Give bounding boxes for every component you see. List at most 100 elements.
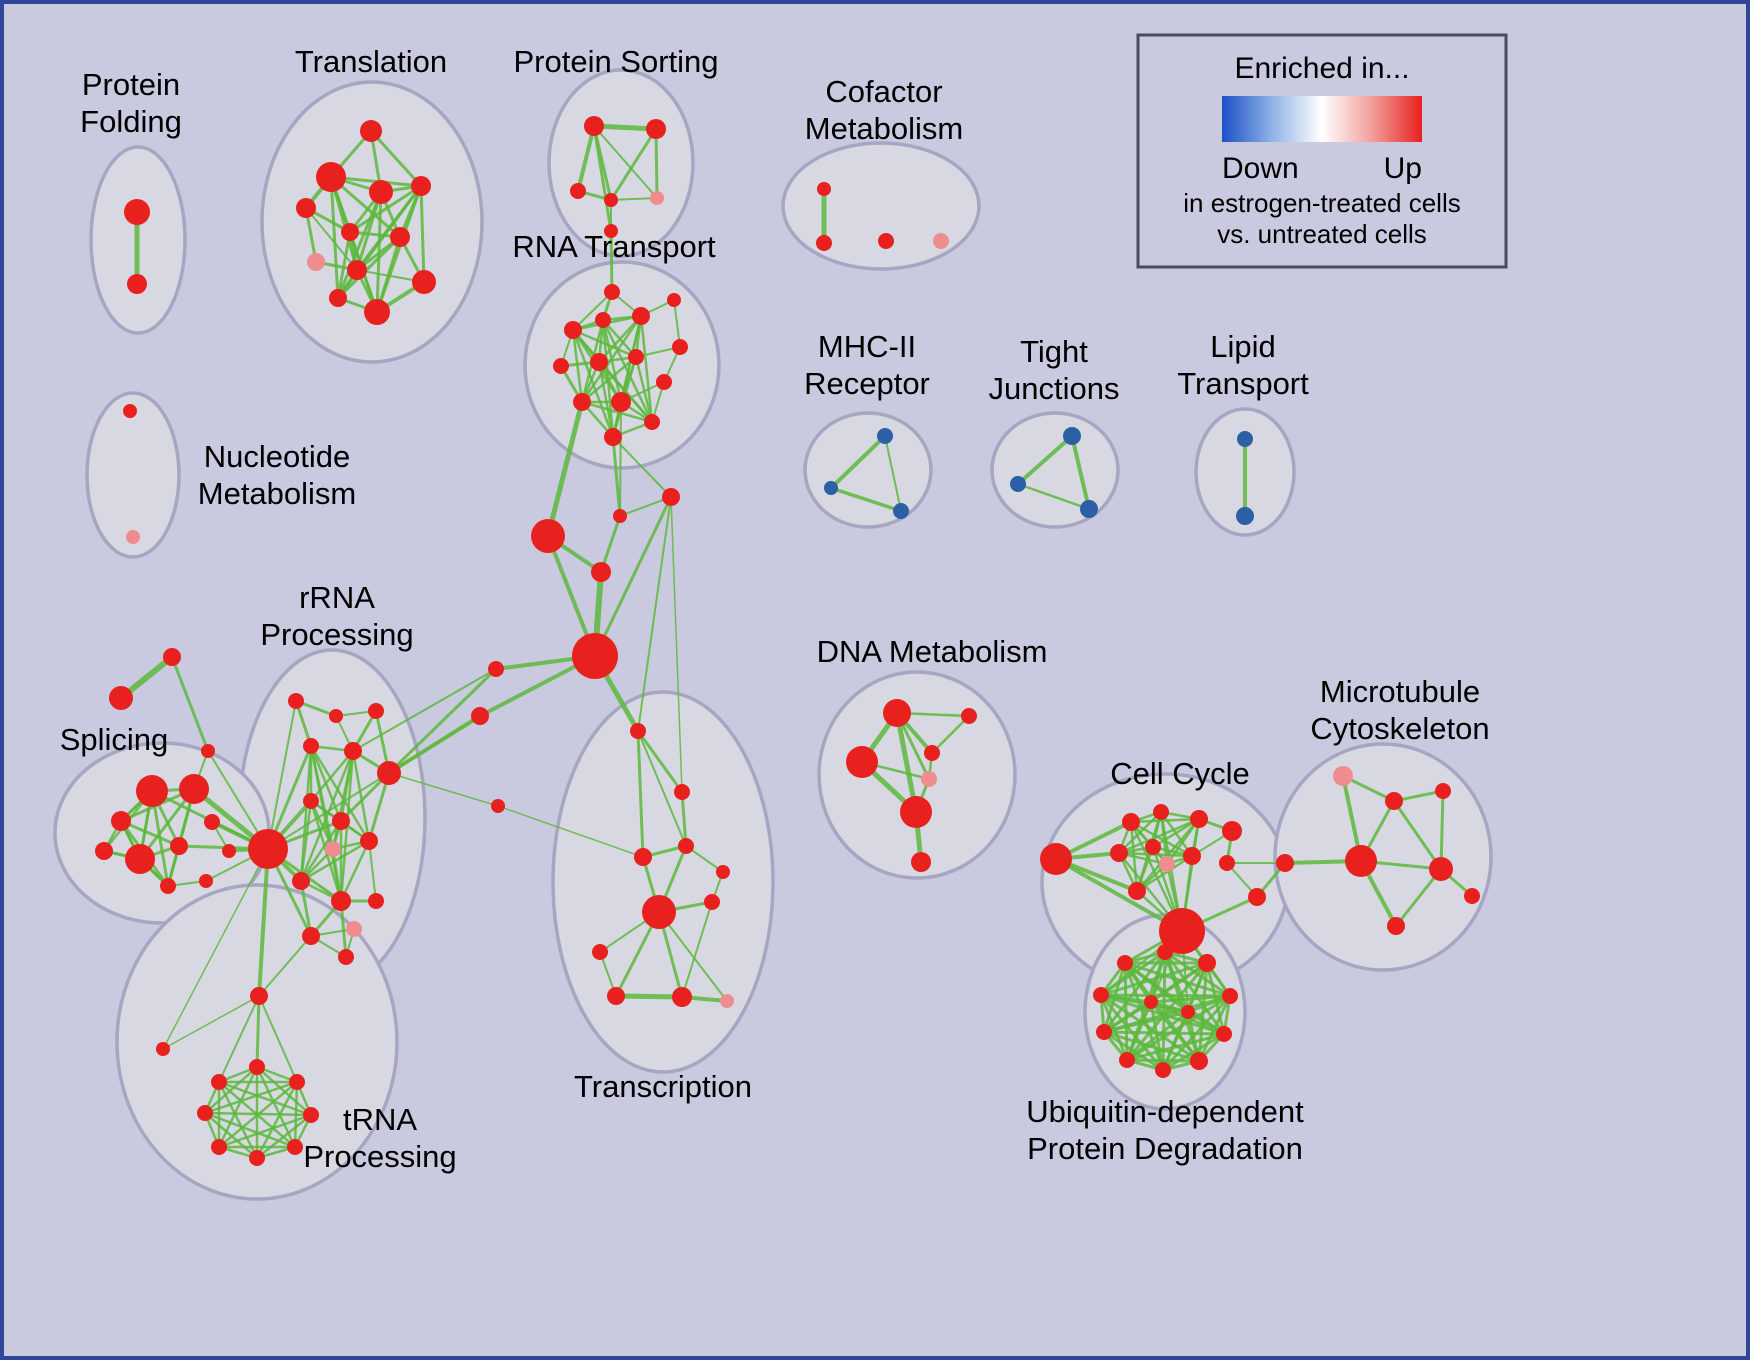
network-node-mt3	[1435, 783, 1451, 799]
cluster-label-translation: Translation	[295, 44, 447, 79]
network-node-t7	[390, 227, 410, 247]
network-edge	[636, 729, 684, 794]
network-node-ps4	[604, 193, 618, 207]
network-node-rr8	[303, 793, 319, 809]
network-node-ub4	[1216, 1026, 1232, 1042]
network-edge	[1125, 1010, 1190, 1062]
network-node-rr1	[288, 693, 304, 709]
network-node-mh1	[877, 428, 893, 444]
network-node-ub8	[1096, 1024, 1112, 1040]
network-node-c3	[531, 519, 565, 553]
network-node-rt1	[604, 284, 620, 300]
legend-caption-line1: in estrogen-treated cells	[1183, 188, 1460, 218]
network-edge	[258, 995, 298, 1083]
network-node-rr10	[360, 832, 378, 850]
network-node-cc12	[1159, 908, 1205, 954]
network-node-tr8	[674, 784, 690, 800]
network-node-c5	[572, 633, 618, 679]
network-node-tr11	[720, 994, 734, 1008]
network-edge	[331, 749, 355, 851]
network-node-c4	[591, 562, 611, 582]
network-node-tj3	[1080, 500, 1098, 518]
network-node-rt8	[590, 353, 608, 371]
network-node-sp6	[170, 837, 188, 855]
network-edge	[637, 496, 672, 732]
network-node-rr7	[248, 829, 288, 869]
network-node-nm1	[123, 404, 137, 418]
network-node-sa1	[163, 648, 181, 666]
network-edge	[634, 355, 654, 424]
network-node-ub1	[1157, 944, 1173, 960]
network-edge	[348, 184, 423, 234]
cluster-label-rna-transport: RNA Transport	[512, 229, 716, 264]
network-node-nm2	[126, 530, 140, 544]
network-node-sp7	[204, 814, 220, 830]
network-edge	[1102, 1030, 1201, 1063]
network-node-t8	[307, 253, 325, 271]
network-node-sp9	[160, 878, 176, 894]
network-edge	[203, 1111, 259, 1160]
cluster-ellipse-microtubule-cytoskeleton	[1273, 742, 1493, 972]
network-node-rr4	[303, 738, 319, 754]
network-node-tr5	[716, 865, 730, 879]
network-edge	[309, 749, 355, 803]
network-node-cc13	[1248, 888, 1266, 906]
network-edge	[591, 123, 659, 132]
network-edge	[576, 124, 596, 193]
legend-title: Enriched in...	[1234, 52, 1409, 85]
network-node-t10	[412, 270, 436, 294]
cluster-ellipse-rna-transport	[523, 260, 721, 470]
network-edge	[612, 436, 672, 498]
network-node-dm7	[911, 852, 931, 872]
cluster-ellipse-nucleotide-metabolism	[85, 391, 181, 559]
network-node-sp1	[136, 775, 168, 807]
network-node-dm3	[924, 745, 940, 761]
network-node-sp5	[125, 844, 155, 874]
network-node-cc14	[1276, 854, 1294, 872]
network-node-sp3	[111, 811, 131, 831]
network-node-cm2	[816, 235, 832, 251]
network-edge	[1102, 1030, 1226, 1036]
legend-caption-line2: vs. untreated cells	[1217, 219, 1427, 249]
network-edge	[203, 1065, 259, 1115]
network-node-tr7	[704, 894, 720, 910]
network-node-cc4	[1190, 810, 1208, 828]
network-edge	[592, 124, 613, 233]
network-edge	[1125, 1000, 1153, 1062]
network-node-pf1	[124, 199, 150, 225]
network-edge	[1102, 1000, 1153, 1034]
network-node-sp8	[222, 844, 236, 858]
cluster-label-transcription: Transcription	[574, 1069, 752, 1104]
network-node-mt5	[1429, 857, 1453, 881]
network-edge	[829, 486, 903, 513]
network-edge	[255, 1065, 313, 1117]
network-node-tn2	[249, 1059, 265, 1075]
network-edge	[339, 839, 371, 903]
network-node-rt11	[573, 393, 591, 411]
network-edge	[170, 655, 210, 753]
network-edge	[639, 314, 654, 424]
network-node-tn1	[250, 987, 268, 1005]
network-node-cm1	[817, 182, 831, 196]
network-node-rt5	[667, 293, 681, 307]
network-node-ps3	[570, 183, 586, 199]
network-edge	[203, 1080, 299, 1115]
network-node-pf2	[127, 274, 147, 294]
network-node-t3	[296, 198, 316, 218]
network-edge	[1394, 867, 1443, 928]
network-edge	[218, 995, 260, 1083]
network-edge	[597, 314, 643, 364]
network-edge	[299, 799, 313, 883]
network-edge	[387, 667, 498, 775]
network-node-t1	[360, 120, 382, 142]
network-node-tn6	[249, 1150, 265, 1166]
network-node-ub9	[1093, 987, 1109, 1003]
network-node-ub10	[1117, 955, 1133, 971]
network-node-cc5	[1222, 821, 1242, 841]
network-node-lt1	[1237, 431, 1253, 447]
network-edge	[217, 1113, 313, 1149]
